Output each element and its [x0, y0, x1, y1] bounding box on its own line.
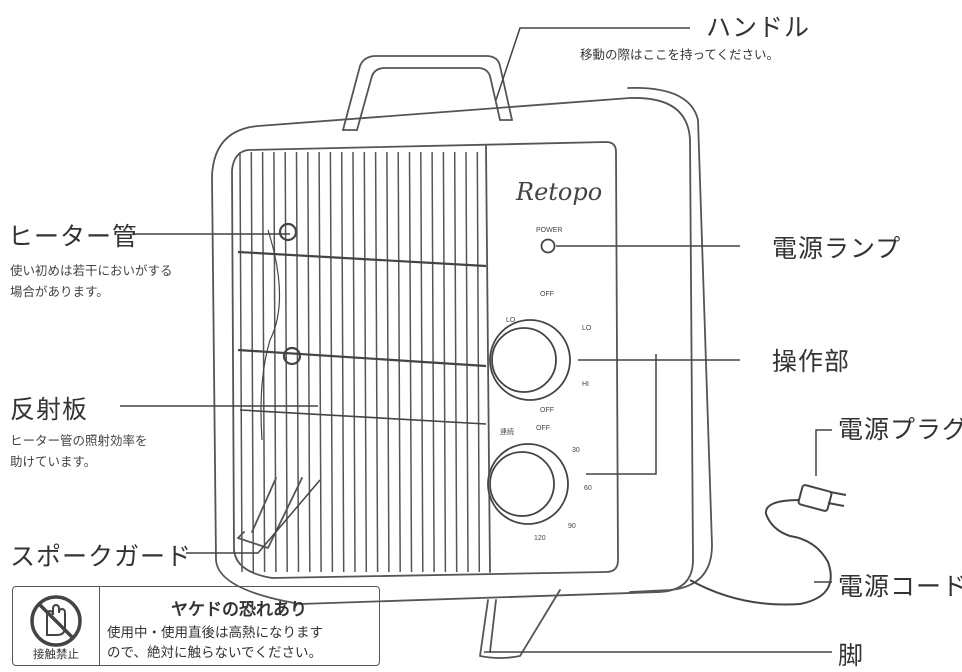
- svg-text:OFF: OFF: [536, 425, 550, 432]
- handle-drawing: [342, 55, 513, 131]
- warning-box: 接触禁止 ヤケドの恐れあり 使用中・使用直後は高熱になります ので、絶対に触らな…: [12, 586, 380, 666]
- grille-wire: [442, 151, 447, 573]
- grille-frame: [231, 141, 619, 579]
- lamp-label: POWER: [536, 227, 562, 234]
- svg-text:90: 90: [568, 523, 576, 530]
- grille-wire: [340, 151, 345, 573]
- grille-wire: [374, 151, 379, 573]
- note-heater-tube: 使い初めは若干においがする 場合があります。: [10, 263, 173, 299]
- svg-text:OFF: OFF: [540, 291, 554, 298]
- power-plug-drawing: [797, 484, 833, 512]
- grille-wire: [273, 151, 277, 573]
- label-spoke-guard: スポークガード: [10, 542, 193, 571]
- label-power-cord: 電源コード: [838, 572, 962, 601]
- spoke-guard-grille: [239, 151, 481, 573]
- svg-text:OFF: OFF: [540, 407, 554, 414]
- warning-icon-panel: 接触禁止: [13, 587, 100, 665]
- leader-power-plug: [815, 429, 832, 476]
- grille-wire: [453, 151, 458, 573]
- label-legs: 脚: [838, 641, 865, 670]
- svg-text:HI: HI: [582, 381, 589, 388]
- leader-spoke-guard: [186, 479, 321, 554]
- leader-controls: [578, 354, 740, 475]
- body-outline: [211, 97, 694, 605]
- icon-caption: 接触禁止: [33, 647, 79, 661]
- label-power-plug: 電源プラグ: [838, 415, 962, 444]
- grille-wire: [239, 151, 243, 573]
- power-cord-drawing: [689, 499, 832, 606]
- heater-tube-lower: [237, 348, 487, 368]
- grille-wire: [363, 151, 368, 573]
- leader-handle: [495, 27, 690, 101]
- heater-tube-upper: [237, 250, 487, 268]
- power-lamp: [540, 238, 556, 254]
- grille-wire: [329, 151, 334, 573]
- grille-wire: [465, 151, 469, 573]
- svg-text:LO: LO: [582, 325, 592, 332]
- label-reflector: 反射板: [10, 395, 89, 424]
- label-heater-tube: ヒーター管: [8, 222, 139, 251]
- grille-wire: [250, 151, 255, 573]
- body-back-shell: [627, 87, 713, 593]
- grille-wire: [397, 151, 401, 573]
- svg-text:LO: LO: [506, 317, 516, 324]
- warning-title: ヤケドの恐れあり: [171, 600, 307, 620]
- svg-text:60: 60: [584, 485, 592, 492]
- grille-wire: [307, 151, 311, 573]
- no-touch-hand-icon: [30, 595, 82, 647]
- label-power-lamp: 電源ランプ: [772, 234, 902, 263]
- warning-body: 使用中・使用直後は高熱になります ので、絶対に触らないでください。: [107, 625, 323, 661]
- svg-text:連続: 連続: [500, 427, 514, 436]
- svg-text:120: 120: [534, 535, 546, 542]
- svg-text:30: 30: [572, 447, 580, 454]
- label-controls: 操作部: [772, 347, 851, 376]
- note-handle: 移動の際はここを持ってください。: [580, 47, 780, 62]
- grille-wire: [318, 151, 322, 573]
- grille-wire: [386, 151, 390, 573]
- grille-wire: [476, 151, 481, 573]
- grille-wire: [352, 151, 356, 573]
- brand-logo: Retopo: [515, 178, 602, 206]
- note-reflector: ヒーター管の照射効率を 助けています。: [10, 433, 148, 469]
- label-handle: ハンドル: [706, 13, 811, 42]
- grille-wire: [261, 151, 266, 573]
